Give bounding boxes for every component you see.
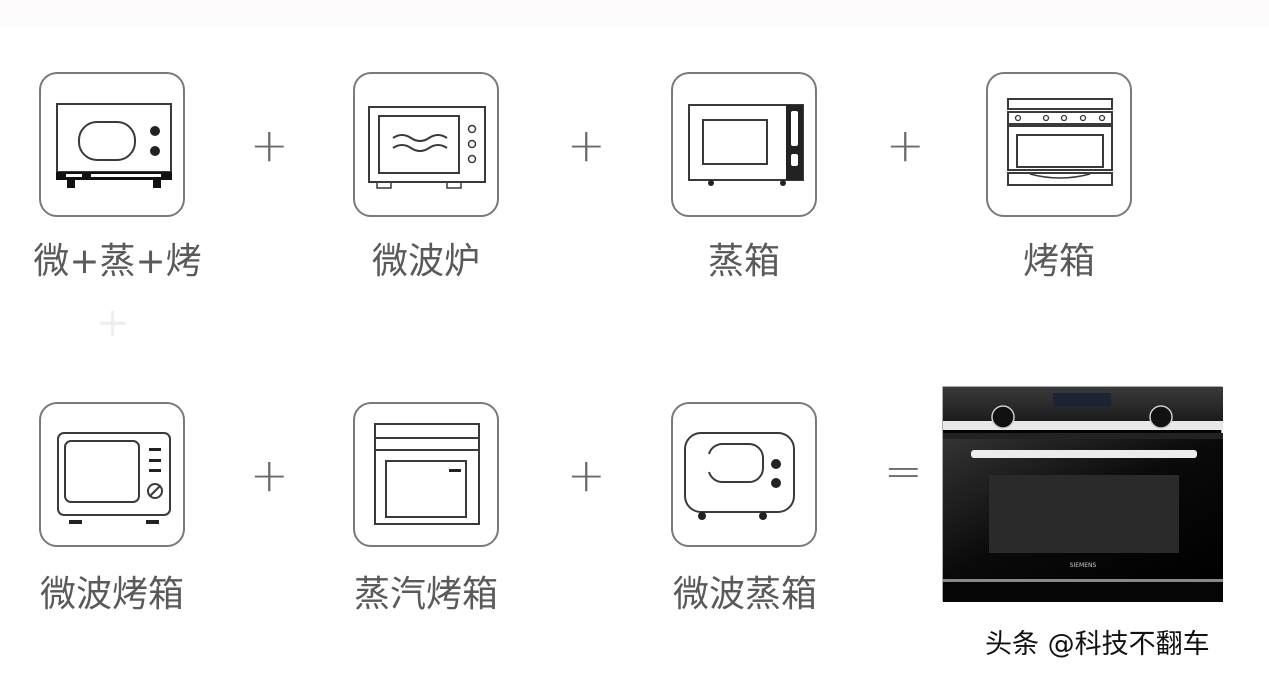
oven-icon <box>1007 98 1113 186</box>
steamer-icon <box>688 104 804 186</box>
microwave-steamer-tile <box>671 402 817 547</box>
steamer-tile <box>671 72 817 217</box>
oven-tile <box>986 72 1132 217</box>
microwave-tile <box>353 72 499 217</box>
plus-operator: + <box>250 448 289 502</box>
label-microwave-steamer: 微波蒸箱 <box>672 574 817 615</box>
steam-oven-tile <box>353 402 499 547</box>
top-faded-band <box>0 0 1269 26</box>
plus-operator: + <box>886 118 925 172</box>
combo-microwave-tile <box>39 72 185 217</box>
combi-oven-illustration: SIEMENS <box>943 387 1223 602</box>
built-in-combi-oven-photo: SIEMENS <box>942 386 1223 602</box>
label-oven: 烤箱 <box>1022 241 1095 282</box>
microwave-steamer-icon <box>684 432 795 520</box>
microwave-icon <box>368 106 486 189</box>
plus-operator: + <box>250 118 289 172</box>
faint-plus-artifact: + <box>96 300 130 346</box>
label-steam-oven: 蒸汽烤箱 <box>353 574 498 615</box>
label-combo: 微+蒸+烤 <box>33 241 202 282</box>
plus-operator: + <box>567 118 606 172</box>
equals-operator: = <box>884 444 923 498</box>
label-steamer: 蒸箱 <box>707 241 780 282</box>
plus-operator: + <box>567 448 606 502</box>
microwave-oven-tile <box>39 402 185 547</box>
label-microwave: 微波炉 <box>371 241 480 282</box>
watermark: 头条 @科技不翻车 <box>985 629 1210 660</box>
label-microwave-oven: 微波烤箱 <box>39 574 184 615</box>
microwave-oven-icon <box>57 432 171 524</box>
brand-logo: SIEMENS <box>1070 562 1097 569</box>
combo-microwave-icon <box>56 103 172 188</box>
steam-oven-icon <box>374 423 480 525</box>
